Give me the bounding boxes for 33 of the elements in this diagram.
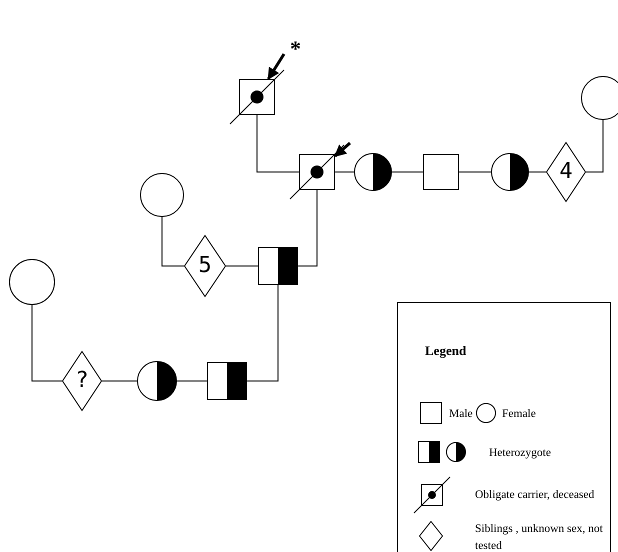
pedigree-line (256, 114, 300, 172)
legend-text: Female (502, 407, 536, 422)
pedigree-line (246, 284, 278, 382)
legend-heading: Legend (425, 343, 466, 359)
pedigree-circle (137, 361, 177, 401)
pedigree-line (298, 190, 318, 266)
sibling-count: ? (75, 369, 89, 393)
sibling-diamond (546, 142, 586, 202)
pedigree-square (299, 154, 335, 190)
pedigree-circle (140, 173, 184, 217)
pedigree-circle (491, 153, 529, 191)
asterisk-mark: * (290, 36, 301, 62)
pedigree-square (207, 362, 247, 400)
pedigree-circle (354, 153, 392, 191)
legend-text: Obligate carrier, deceased (475, 488, 594, 503)
pedigree-line (102, 380, 138, 382)
proband-arrow (267, 53, 286, 80)
sibling-diamond (184, 235, 226, 297)
pedigree-line (32, 304, 62, 382)
pedigree-line (162, 216, 184, 266)
legend-text: Male (449, 407, 473, 422)
sibling-count: 5 (198, 254, 212, 278)
sibling-diamond (62, 351, 102, 411)
pedigree-circle (9, 259, 55, 305)
pedigree-square (239, 79, 275, 115)
pedigree-line (176, 380, 208, 382)
pedigree-line (586, 120, 604, 172)
legend-text: Heterozygote (489, 446, 551, 461)
pedigree-square (258, 247, 298, 285)
sibling-count: 4 (559, 160, 573, 184)
proband-arrow (334, 142, 351, 158)
pedigree-square (423, 154, 459, 190)
legend-text: Siblings , unknown sex, not tested (475, 522, 604, 552)
